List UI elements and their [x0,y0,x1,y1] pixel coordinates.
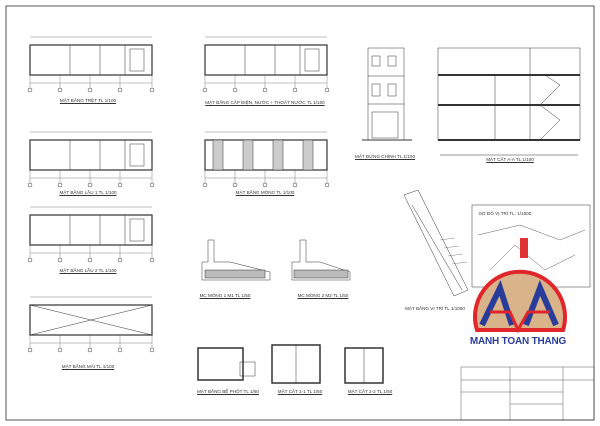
label-section-aa: MẶT CẮT A-A TL 1/100 [486,157,534,162]
grid-axis-marker [292,87,298,93]
foundation-plan [204,139,328,171]
footing [272,139,284,171]
stair [129,48,145,72]
label-section-11: MẶT CẮT 1-1 TL 1/50 [277,389,323,394]
label-septic-plan: MẶT BẰNG BỂ PHỐT TL 1/50 [197,389,259,394]
grid-axis-marker [27,87,33,93]
label-section-22: MẶT CẮT 2-2 TL 1/50 [347,389,393,394]
septic-drawings [197,344,384,384]
site-plan [403,189,469,297]
stair [129,218,145,242]
label-site-plan: MẶT BẰNG VỊ TRÍ TL 1/1000 [405,306,465,311]
grid-axis-marker [149,347,155,353]
label-footing1: MC MÓNG 1 M1 TL 1/50 [199,293,251,298]
grid-axis-marker [57,347,63,353]
footing [242,139,254,171]
grid-axis-marker [27,257,33,263]
grid-axis-marker [262,87,268,93]
label-roof: MẶT BẰNG MÁI TL 1/100 [61,364,115,369]
floor2-plan [29,214,153,246]
title-block [460,366,595,421]
grid-axis-marker [117,347,123,353]
grid-axis-marker [149,87,155,93]
sheet-border [5,5,595,421]
section-aa [437,47,581,156]
grid-axis-marker [149,182,155,188]
footing [302,139,314,171]
grid-axis-marker [202,87,208,93]
front-elevation [362,47,412,141]
grid-axis-marker [117,87,123,93]
grid-axis-marker [202,182,208,188]
logo-text: MANH TOAN THANG [469,336,567,347]
grid-axis-marker [87,347,93,353]
footing [212,139,224,171]
label-location-map: SƠ ĐỒ VỊ TRÍ TL: 1/1000 [478,211,532,216]
grid-axis-marker [292,182,298,188]
grid-axis-marker [117,182,123,188]
grid-axis-marker [232,87,238,93]
label-foundation: MẶT BẰNG MÓNG TL 1/100 [235,190,295,195]
grid-axis-marker [232,182,238,188]
label-front-elevation: MẶT ĐỨNG CHÍNH TL 1/100 [355,154,415,159]
logo-mark [473,269,567,334]
label-ground-floor: MẶT BẰNG TRỆT TL 1/100 [59,98,117,103]
roof-plan [29,304,153,336]
label-floor1: MẶT BẰNG LẦU 1 TL 1/100 [59,190,117,195]
footing-sections [201,239,351,281]
stair [304,48,320,72]
grid-axis-marker [117,257,123,263]
grid-axis-marker [324,87,330,93]
label-electrical: MẶT BẰNG CẤP ĐIỆN, NƯỚC + THOÁT NƯỚC TL … [205,100,325,105]
grid-axis-marker [324,182,330,188]
grid-axis-marker [27,182,33,188]
label-floor2: MẶT BẰNG LẦU 2 TL 1/100 [59,268,117,273]
ground-floor-plan [29,44,153,76]
grid-axis-marker [87,182,93,188]
grid-axis-marker [57,87,63,93]
grid-axis-marker [57,257,63,263]
floor1-plan [29,139,153,171]
grid-axis-marker [57,182,63,188]
electrical-plan [204,44,328,76]
grid-axis-marker [262,182,268,188]
label-footing2: MC MÓNG 2 M2 TL 1/50 [297,293,349,298]
grid-axis-marker [27,347,33,353]
grid-axis-marker [87,257,93,263]
stair [129,143,145,167]
grid-axis-marker [87,87,93,93]
grid-axis-marker [149,257,155,263]
